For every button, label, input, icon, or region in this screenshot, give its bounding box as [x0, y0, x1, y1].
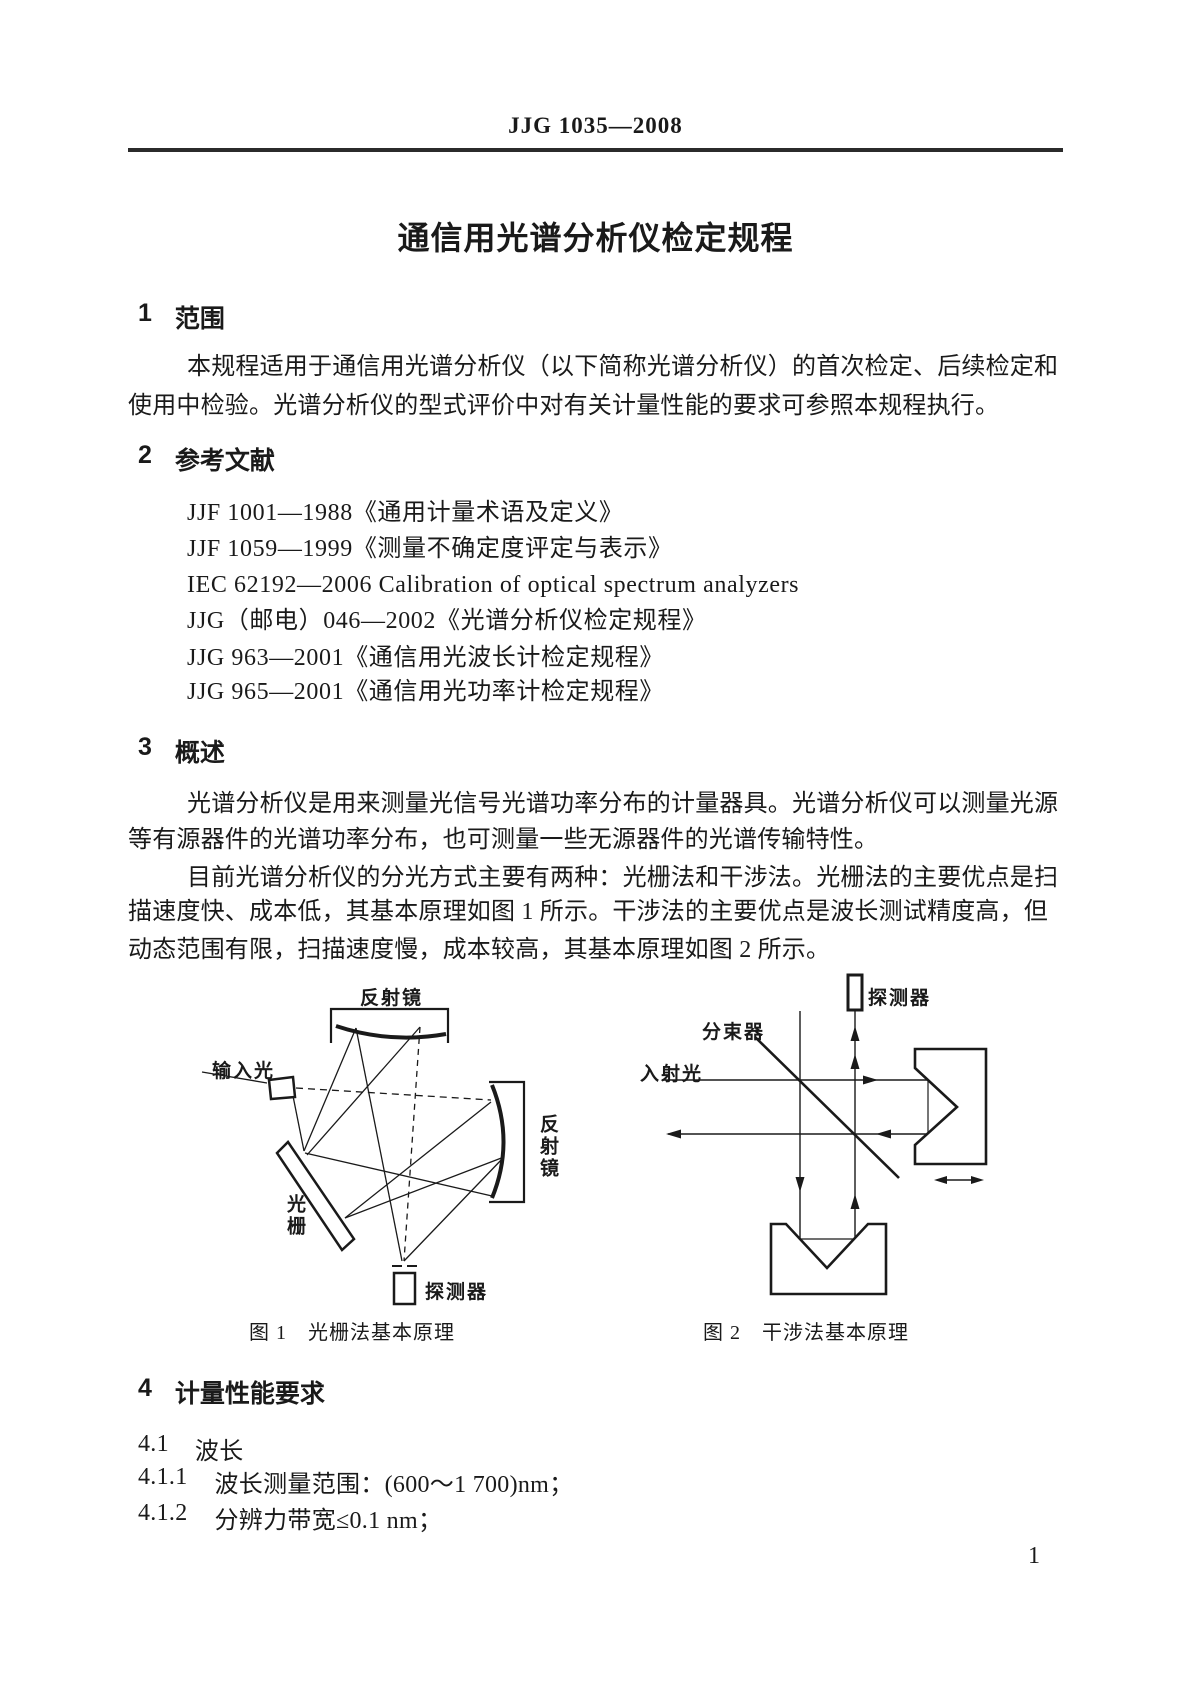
- body-line: 描速度快、成本低，其基本原理如图 1 所示。干涉法的主要优点是波长测试精度高，但: [128, 899, 1048, 925]
- section-2-heading: 2 参考文献: [138, 441, 275, 477]
- body-line: 使用中检验。光谱分析仪的型式评价中对有关计量性能的要求可参照本规程执行。: [128, 393, 1000, 419]
- figure1-caption: 图 1 光栅法基本原理: [249, 1322, 455, 1344]
- clause-number: 4.1: [138, 1431, 169, 1457]
- right-mirror-mount: [489, 1080, 526, 1204]
- detector-box: [392, 1271, 417, 1306]
- figure2-beam-splitter-label: 分束器: [702, 1022, 766, 1043]
- clause-text: 波长: [194, 1439, 244, 1465]
- top-mirror-surface: [335, 1024, 447, 1040]
- section-1-heading: 1 范围: [138, 299, 225, 335]
- figure2-arrowheads: [666, 1026, 984, 1209]
- figure2-caption: 图 2 干涉法基本原理: [703, 1322, 909, 1344]
- section-title: 概述: [174, 739, 225, 767]
- section-title: 参考文献: [174, 447, 275, 475]
- top-mirror-mount: [329, 1007, 450, 1043]
- body-line: 目前光谱分析仪的分光方式主要有两种：光栅法和干涉法。光栅法的主要优点是扫: [187, 865, 1059, 891]
- clause-text: 分辨力带宽≤0.1 nm；: [214, 1508, 443, 1534]
- document-code-header: JJG 1035—2008: [508, 113, 683, 138]
- clause-number: 4.1.2: [138, 1500, 188, 1526]
- section-title: 范围: [174, 305, 225, 333]
- clause-4-1-2: 4.1.2 分辨力带宽≤0.1 nm；: [138, 1500, 442, 1535]
- clause-number: 4.1.1: [138, 1464, 188, 1490]
- reference-item: JJG（邮电）046—2002《光谱分析仪检定规程》: [187, 608, 707, 634]
- body-line: 等有源器件的光谱功率分布，也可测量一些无源器件的光谱传输特性。: [128, 827, 879, 853]
- figure1-right-mirror-label: 反射镜: [537, 1114, 558, 1180]
- right-mirror-surface: [490, 1084, 506, 1199]
- figure1-detector-label: 探测器: [425, 1282, 489, 1303]
- section-number: 4: [138, 1374, 152, 1402]
- page-number: 1: [1028, 1543, 1040, 1569]
- body-line: 本规程适用于通信用光谱分析仪（以下简称光谱分析仪）的首次检定、后续检定和: [187, 354, 1059, 380]
- moving-retroreflector: [913, 1047, 988, 1166]
- figure2-detector-label: 探测器: [868, 988, 932, 1009]
- figure2-beams: [662, 1010, 929, 1240]
- body-line: 动态范围有限，扫描速度慢，成本较高，其基本原理如图 2 所示。: [128, 937, 831, 963]
- detector-box: [846, 973, 864, 1012]
- figure2-incident-light-label: 入射光: [640, 1064, 704, 1085]
- reference-item: JJF 1059—1999《测量不确定度评定与表示》: [187, 536, 673, 562]
- header-rule: [128, 148, 1063, 152]
- section-number: 1: [138, 299, 152, 327]
- section-number: 2: [138, 441, 152, 469]
- clause-4-1-1: 4.1.1 波长测量范围：(600～1 700)nm；: [138, 1464, 573, 1499]
- figure1-top-mirror-label: 反射镜: [360, 988, 424, 1009]
- body-line: 光谱分析仪是用来测量光信号光谱功率分布的计量器具。光谱分析仪可以测量光源: [187, 791, 1059, 817]
- clause-4-1: 4.1 波长: [138, 1431, 244, 1466]
- reference-item: JJG 963—2001《通信用光波长计检定规程》: [187, 645, 665, 671]
- reference-item: IEC 62192—2006 Calibration of optical sp…: [187, 572, 800, 598]
- clause-text: 波长测量范围：(600～1 700)nm；: [214, 1472, 574, 1498]
- fixed-retroreflector: [769, 1222, 888, 1296]
- figure1-grating-diagram: [201, 1007, 526, 1306]
- section-number: 3: [138, 733, 152, 761]
- figure1-input-light-label: 输入光: [212, 1061, 276, 1082]
- figure1-grating-label: 光栅: [284, 1194, 305, 1238]
- document-title: 通信用光谱分析仪检定规程: [397, 220, 794, 256]
- reference-item: JJF 1001—1988《通用计量术语及定义》: [187, 500, 624, 526]
- beam-splitter-plate: [754, 1036, 900, 1179]
- section-title: 计量性能要求: [174, 1380, 325, 1408]
- reference-item: JJG 965—2001《通信用光功率计检定规程》: [187, 679, 665, 705]
- section-3-heading: 3 概述: [138, 733, 225, 769]
- section-4-heading: 4 计量性能要求: [138, 1374, 325, 1410]
